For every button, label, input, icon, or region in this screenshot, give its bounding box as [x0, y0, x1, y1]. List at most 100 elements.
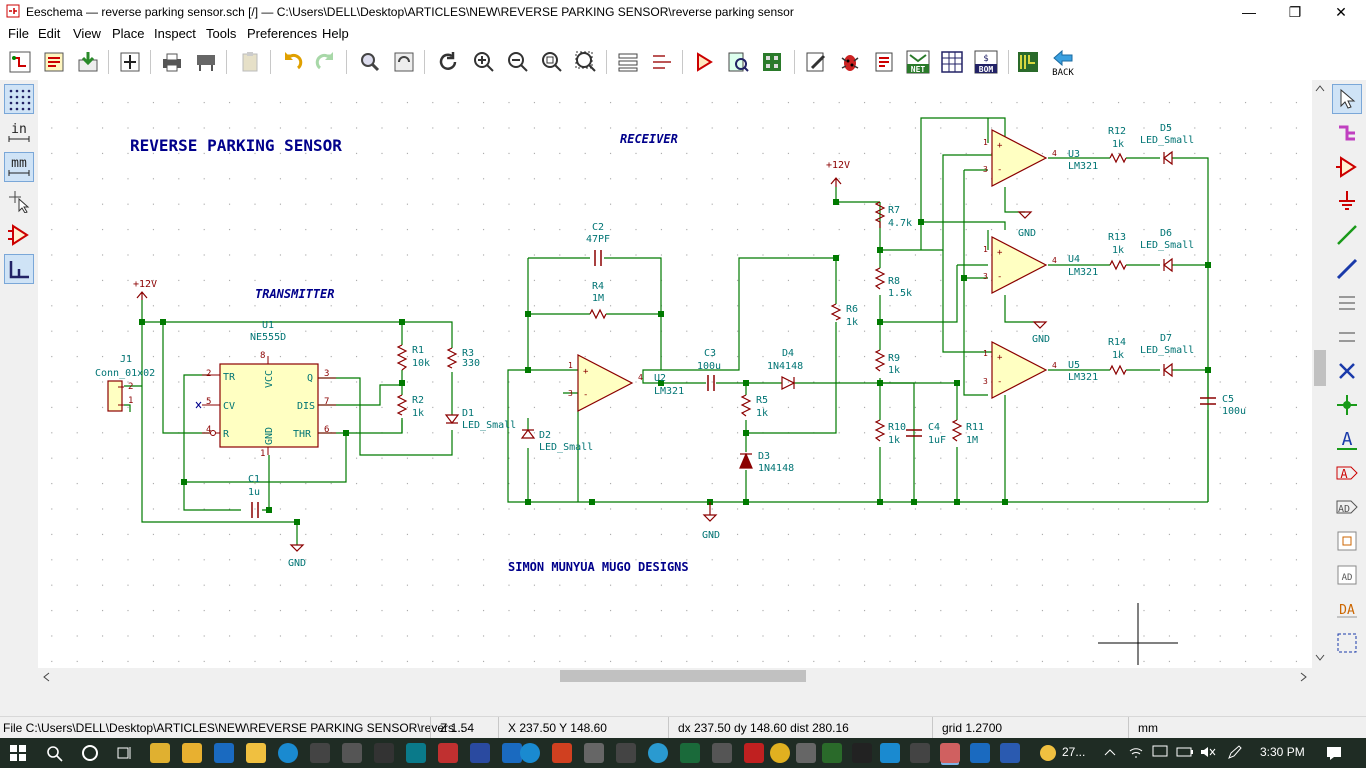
hidden-pins-icon[interactable]	[4, 220, 34, 250]
notifications-icon[interactable]	[1326, 745, 1342, 761]
security-shield-icon[interactable]	[852, 743, 872, 763]
display-icon[interactable]	[1152, 745, 1168, 759]
add-sheet-icon[interactable]	[1332, 526, 1362, 556]
wifi-icon[interactable]	[1128, 745, 1144, 759]
find-replace-icon[interactable]	[390, 48, 418, 76]
zoom-selection-icon[interactable]	[572, 48, 600, 76]
schematic-setup-icon[interactable]	[6, 48, 34, 76]
page-settings-icon[interactable]	[40, 48, 68, 76]
select-arrow-icon[interactable]	[1332, 84, 1362, 114]
notepad-icon[interactable]	[342, 743, 362, 763]
app-icon-8[interactable]	[616, 743, 636, 763]
app-icon-9[interactable]	[680, 743, 700, 763]
no-connect-icon[interactable]	[1332, 356, 1362, 386]
vertical-scrollbar[interactable]	[1312, 80, 1328, 668]
task-view-icon[interactable]	[115, 743, 135, 763]
erc-icon[interactable]	[836, 48, 864, 76]
add-global-label-icon[interactable]: A	[1332, 458, 1362, 488]
app-icon-7[interactable]	[584, 743, 604, 763]
app-icon-13[interactable]	[822, 743, 842, 763]
units-mm-button[interactable]: mm	[4, 152, 34, 182]
terminal-icon[interactable]	[310, 743, 330, 763]
paste-icon[interactable]	[236, 48, 264, 76]
sticky-notes-icon[interactable]	[246, 743, 266, 763]
menu-inspect[interactable]: Inspect	[154, 26, 196, 41]
plot-icon[interactable]	[192, 48, 220, 76]
close-button[interactable]: ✕	[1335, 3, 1347, 20]
word-icon[interactable]	[1000, 743, 1020, 763]
menu-tools[interactable]: Tools	[206, 26, 237, 41]
add-graphic-lines-icon[interactable]	[1332, 628, 1362, 658]
menu-place[interactable]: Place	[112, 26, 145, 41]
zoom-fit-icon[interactable]	[538, 48, 566, 76]
app-icon-4[interactable]	[470, 743, 490, 763]
menu-view[interactable]: View	[73, 26, 101, 41]
cortana-icon[interactable]	[80, 743, 100, 763]
chrome-icon[interactable]	[770, 743, 790, 763]
app-icon-6[interactable]	[552, 743, 572, 763]
search-icon[interactable]	[44, 743, 64, 763]
speaker-muted-icon[interactable]	[1200, 745, 1216, 759]
sim-icon[interactable]	[870, 48, 898, 76]
windows-start-icon[interactable]	[8, 743, 28, 763]
annotate-icon[interactable]	[802, 48, 830, 76]
skype-icon[interactable]	[880, 743, 900, 763]
bom-icon[interactable]: $BOM	[972, 48, 1000, 76]
bus-entry-icon[interactable]	[1332, 288, 1362, 318]
find-icon[interactable]	[356, 48, 384, 76]
menu-help[interactable]: Help	[322, 26, 349, 41]
ic-u1-ne555[interactable]: U1 NE555D TR CV R Q DIS THR VCC GND 2 5 …	[195, 320, 336, 459]
add-power-icon[interactable]	[1332, 186, 1362, 216]
refresh-icon[interactable]	[434, 48, 462, 76]
app-icon-1[interactable]	[374, 743, 394, 763]
app-icon-5[interactable]	[520, 743, 540, 763]
print-icon[interactable]	[158, 48, 186, 76]
hierarchy-icon[interactable]	[116, 48, 144, 76]
calendar-icon[interactable]	[502, 743, 522, 763]
back-icon[interactable]: BACK	[1048, 48, 1078, 76]
leave-sheet-icon[interactable]	[648, 48, 676, 76]
app-icon-14[interactable]	[910, 743, 930, 763]
scroll-left-icon[interactable]	[42, 672, 50, 682]
bus-entry-icon-2[interactable]	[1332, 322, 1362, 352]
globe-icon[interactable]	[648, 743, 668, 763]
app-icon-11[interactable]	[744, 743, 764, 763]
pcbnew-icon[interactable]	[1014, 48, 1042, 76]
wire-angle-icon[interactable]	[4, 254, 34, 284]
grid-toggle-icon[interactable]	[4, 84, 34, 114]
add-junction-icon[interactable]	[1332, 390, 1362, 420]
navigator-icon[interactable]	[614, 48, 642, 76]
table-icon[interactable]	[938, 48, 966, 76]
pen-icon[interactable]	[1226, 744, 1242, 760]
symbol-browser-icon[interactable]	[724, 48, 752, 76]
connector-j1[interactable]: J1 Conn_01x02 2 1	[95, 354, 155, 412]
app-icon-2[interactable]	[406, 743, 426, 763]
schematic-canvas[interactable]: +12V +12V GND GND GND GND REVERSE PARKIN…	[38, 80, 1312, 668]
tray-chevron-up-icon[interactable]	[1104, 747, 1116, 757]
weather-icon[interactable]	[1040, 745, 1056, 761]
symbol-editor-icon[interactable]	[690, 48, 718, 76]
scroll-up-icon[interactable]	[1315, 84, 1325, 92]
vertical-scroll-thumb[interactable]	[1314, 350, 1326, 386]
horizontal-scroll-thumb[interactable]	[560, 670, 806, 682]
edge-browser-icon[interactable]	[278, 743, 298, 763]
menu-preferences[interactable]: Preferences	[247, 26, 318, 41]
schematic-drawing[interactable]: +12V +12V GND GND GND GND REVERSE PARKIN…	[38, 80, 1312, 668]
zoom-in-icon[interactable]	[470, 48, 498, 76]
cursor-shape-icon[interactable]	[4, 186, 34, 216]
footprint-assign-icon[interactable]	[758, 48, 786, 76]
kicad-eeschema-taskbar-icon[interactable]	[940, 743, 960, 763]
units-inch-button[interactable]: in	[4, 118, 34, 148]
netlist-icon[interactable]: NET	[904, 48, 932, 76]
undo-icon[interactable]	[278, 48, 306, 76]
save-icon[interactable]	[74, 48, 102, 76]
add-hier-label-icon[interactable]: AD	[1332, 492, 1362, 522]
add-text-icon[interactable]: DA	[1332, 594, 1362, 624]
redo-icon[interactable]	[312, 48, 340, 76]
maximize-button[interactable]: ❐	[1288, 3, 1302, 20]
app-icon-10[interactable]	[712, 743, 732, 763]
zoom-out-icon[interactable]	[504, 48, 532, 76]
app-icon-15[interactable]	[970, 743, 990, 763]
add-symbol-icon[interactable]	[1332, 152, 1362, 182]
scroll-down-icon[interactable]	[1315, 654, 1325, 662]
